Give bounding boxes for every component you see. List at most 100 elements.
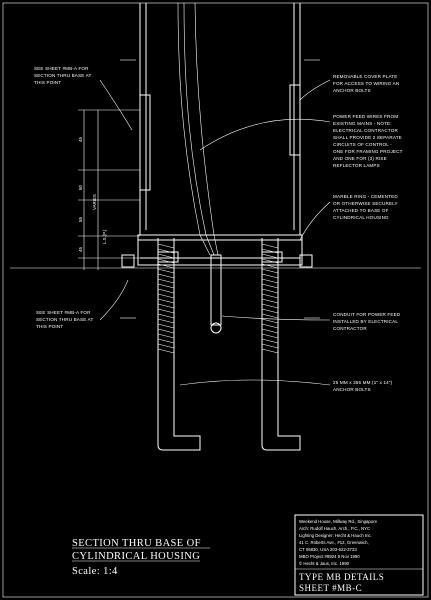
bolt-thread (261, 313, 279, 319)
bolt-thread (261, 243, 279, 249)
bolt-thread (261, 268, 279, 274)
bolt-thread (261, 253, 279, 259)
bolt-thread (261, 338, 279, 344)
bolt-thread (157, 338, 175, 344)
bolt-thread (157, 268, 175, 274)
bolt-thread (261, 293, 279, 299)
bolt-thread (157, 263, 175, 269)
svg-text:ONE FOR FRAMING PROJECT: ONE FOR FRAMING PROJECT (333, 149, 403, 154)
svg-text:SECTION THRU BASE AT: SECTION THRU BASE AT (34, 73, 91, 78)
svg-text:ANCHOR BOLTS: ANCHOR BOLTS (333, 88, 371, 93)
bolt-thread (157, 328, 175, 334)
dim-text: VARIES (92, 194, 97, 210)
svg-text:POWER FEED WIRES FROM: POWER FEED WIRES FROM (333, 114, 398, 119)
svg-text:Scale: 1:4: Scale: 1:4 (72, 566, 118, 577)
bolt-thread (261, 288, 279, 294)
svg-text:CIRCUITS OF CONTROL -: CIRCUITS OF CONTROL - (333, 142, 392, 147)
svg-text:CYLINDRICAL HOUSING: CYLINDRICAL HOUSING (72, 551, 200, 562)
dim-text: 50 (78, 185, 83, 190)
bolt-thread (261, 333, 279, 339)
svg-text:SEE SHEET #MB-A FOR: SEE SHEET #MB-A FOR (36, 310, 91, 315)
bolt-thread (157, 318, 175, 324)
sheet-type: TYPE MB DETAILS (299, 572, 384, 582)
cylindrical-housing (120, 3, 320, 319)
bolt-thread (261, 308, 279, 314)
bolt-thread (261, 258, 279, 264)
svg-text:INSTALLED BY ELECTRICAL: INSTALLED BY ELECTRICAL (333, 319, 398, 324)
bolt-thread (157, 273, 175, 279)
svg-text:41 C. Roberts Ave., #12, Green: 41 C. Roberts Ave., #12, Greenwich, (299, 540, 369, 545)
svg-text:MBO Project #8924 9 Nov 199: MBO Project #8924 9 Nov 1990 (299, 554, 360, 559)
svg-text:CONTRACTOR: CONTRACTOR (333, 326, 367, 331)
bolt-thread (157, 313, 175, 319)
bolt-thread (157, 243, 175, 249)
bolt-thread (157, 253, 175, 259)
bolt-thread (157, 333, 175, 339)
anchor-bolt-right (261, 238, 301, 451)
bolt-thread (261, 303, 279, 309)
bolt-thread (261, 318, 279, 324)
dim-text: L.S.(P.) (102, 229, 107, 244)
svg-text:Arch: Rudolf Hauch, Arch., P.C: Arch: Rudolf Hauch, Arch., P.C., NYC (299, 526, 370, 531)
bolt-thread (157, 308, 175, 314)
bolt-thread (157, 283, 175, 289)
svg-text:CYLINDRICAL HOUSING: CYLINDRICAL HOUSING (333, 215, 389, 220)
callout-see-top: SEE SHEET #MB-A FOR SECTION THRU BASE AT… (34, 66, 91, 85)
svg-text:SEE SHEET #MB-A FOR: SEE SHEET #MB-A FOR (34, 66, 89, 71)
bolt-thread (157, 343, 175, 349)
svg-text:ATTACHED TO BASE OF: ATTACHED TO BASE OF (333, 208, 389, 213)
anchor-bolt-left (157, 238, 201, 451)
svg-text:© Hecht & Jaus, Inc. 1990: © Hecht & Jaus, Inc. 1990 (299, 561, 350, 566)
bolt-thread (157, 298, 175, 304)
svg-text:SECTION THRU BASE AT: SECTION THRU BASE AT (36, 317, 93, 322)
svg-text:ANCHOR BOLTS: ANCHOR BOLTS (333, 387, 371, 392)
svg-text:ELECTRICAL CONTRACTOR: ELECTRICAL CONTRACTOR (333, 128, 398, 133)
bolt-thread (261, 323, 279, 329)
callout-power-wires: POWER FEED WIRES FROM EXISTING MAINS - N… (333, 114, 403, 168)
bolt-thread (157, 248, 175, 254)
svg-text:REFLECTOR LAMPS: REFLECTOR LAMPS (333, 163, 380, 168)
bolt-thread (261, 343, 279, 349)
callout-cover-plate: REMOVABLE COVER PLATE FOR ACCESS TO WIRI… (333, 74, 399, 93)
svg-text:AND ONE FOR (3) RISE: AND ONE FOR (3) RISE (333, 156, 387, 161)
bolt-thread (261, 273, 279, 279)
power-feed-wires (177, 2, 219, 256)
svg-text:CONDUIT FOR POWER FEED: CONDUIT FOR POWER FEED (333, 312, 401, 317)
callout-marble-ring: MARBLE RING - CEMENTED OR OTHERWISE SECU… (333, 194, 398, 220)
callout-anchor-bolts: 25 MM x 355 MM (1" x 14") ANCHOR BOLTS (333, 380, 393, 392)
bolt-thread (261, 298, 279, 304)
svg-text:Lighting Designer: Hecht & Hau: Lighting Designer: Hecht & Hauch Inc. (299, 533, 372, 538)
base-plate (10, 234, 421, 269)
bolt-thread (157, 278, 175, 284)
bolt-thread (261, 263, 279, 269)
drawing-title: SECTION THRU BASE OF CYLINDRICAL HOUSING… (72, 538, 210, 577)
leader-lines (99, 79, 331, 386)
bolt-thread (157, 348, 175, 354)
dim-text: 45 (78, 247, 83, 252)
svg-text:EXISTING MAINS - NOTE:: EXISTING MAINS - NOTE: (333, 121, 392, 126)
bolt-thread (157, 303, 175, 309)
svg-text:THIS POINT: THIS POINT (36, 324, 63, 329)
bolt-thread (261, 283, 279, 289)
bolt-thread (261, 278, 279, 284)
svg-text:SECTION THRU BASE OF: SECTION THRU BASE OF (72, 538, 201, 549)
dim-text: 55 (78, 217, 83, 222)
svg-text:CT 06830, USA 203-622-3723: CT 06830, USA 203-622-3723 (299, 547, 357, 552)
bolt-thread (157, 258, 175, 264)
bolt-thread (157, 288, 175, 294)
callout-conduit: CONDUIT FOR POWER FEED INSTALLED BY ELEC… (333, 312, 401, 331)
dimension-strings: 45 50 55 VARIES 45 L.S.(P.) (78, 109, 140, 270)
bolt-thread (157, 323, 175, 329)
bolt-thread (261, 248, 279, 254)
svg-text:FOR ACCESS TO WIRING AN: FOR ACCESS TO WIRING AN (333, 81, 399, 86)
dim-text: 45 (78, 137, 83, 142)
svg-text:OR OTHERWISE SECURELY: OR OTHERWISE SECURELY (333, 201, 398, 206)
svg-text:MARBLE RING - CEMENTED: MARBLE RING - CEMENTED (333, 194, 398, 199)
title-block: Weekend House, Millway Rd., Singapore Ar… (294, 514, 424, 596)
svg-text:SHALL PROVIDE 2 SEPARATE: SHALL PROVIDE 2 SEPARATE (333, 135, 402, 140)
svg-text:25 MM x 355 MM (1" x 14"): 25 MM x 355 MM (1" x 14") (333, 380, 393, 385)
bolt-thread (157, 293, 175, 299)
svg-text:Weekend House, Millway Rd., Si: Weekend House, Millway Rd., Singapore (299, 519, 378, 524)
